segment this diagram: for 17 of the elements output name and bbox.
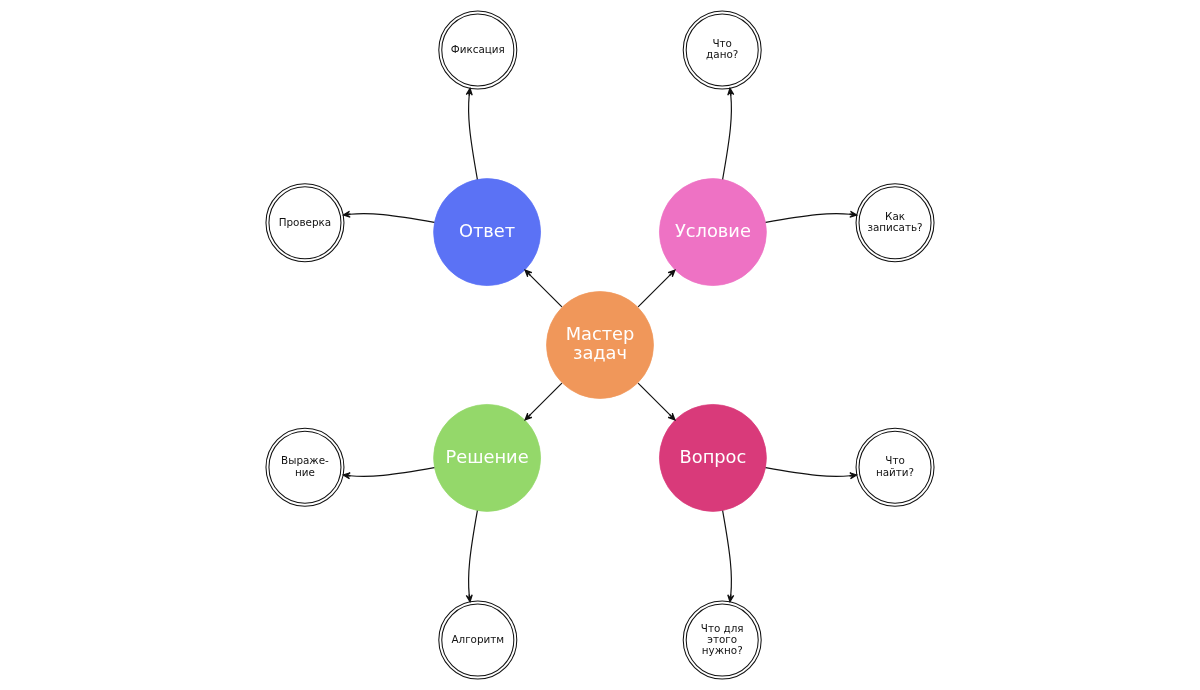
arrow xyxy=(465,510,478,603)
arrow xyxy=(637,269,676,308)
arrow xyxy=(722,510,735,603)
node-circle: Ответ xyxy=(433,178,541,286)
arrow xyxy=(765,467,858,480)
node-circle: Решение xyxy=(433,404,541,512)
arrow xyxy=(524,382,563,421)
arrow xyxy=(524,269,563,308)
arrow xyxy=(342,467,435,480)
arrow xyxy=(465,87,478,180)
arrow xyxy=(637,382,676,421)
node-circle: Условие xyxy=(659,178,767,286)
node-circle: Вопрос xyxy=(659,404,767,512)
arrow xyxy=(342,210,435,223)
node-circle: Мастер задач xyxy=(546,291,654,399)
arrow xyxy=(722,87,735,180)
arrow xyxy=(765,210,858,223)
